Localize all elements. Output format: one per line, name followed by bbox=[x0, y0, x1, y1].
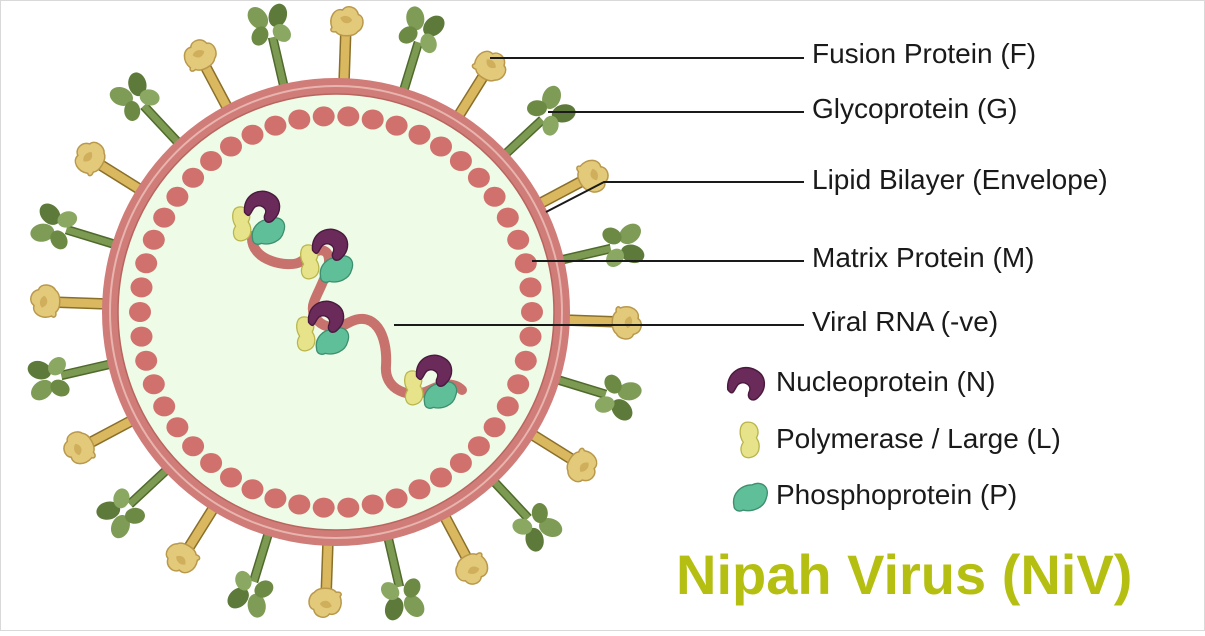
matrix-protein-bead bbox=[449, 151, 472, 171]
matrix-protein-bead bbox=[483, 186, 506, 207]
matrix-protein-bead bbox=[288, 109, 311, 130]
nucleoprotein-swatch bbox=[725, 363, 768, 403]
matrix-protein-bead bbox=[519, 277, 542, 298]
glycoprotein-spike bbox=[550, 355, 649, 429]
matrix-protein-bead bbox=[288, 494, 311, 515]
matrix-protein-bead bbox=[312, 497, 335, 518]
matrix-protein-bead bbox=[130, 326, 153, 347]
matrix-protein-bead bbox=[408, 124, 431, 145]
matrix-protein-bead bbox=[521, 302, 543, 322]
matrix-protein-bead bbox=[166, 417, 189, 438]
matrix-protein-bead bbox=[312, 106, 335, 127]
matrix-protein-bead bbox=[129, 302, 151, 322]
matrix-protein-bead bbox=[182, 436, 205, 457]
matrix-protein-bead bbox=[483, 417, 506, 438]
matrix-protein-bead bbox=[142, 374, 165, 395]
glycoprotein-spike bbox=[239, 0, 308, 93]
fusion-protein-spike bbox=[328, 5, 365, 82]
envelope-inner-line bbox=[109, 85, 563, 539]
matrix-protein-bead bbox=[153, 207, 176, 228]
matrix-protein-bead bbox=[337, 106, 360, 127]
glycoprotein-spike bbox=[19, 340, 117, 409]
matrix-protein-bead bbox=[449, 453, 472, 473]
matrix-protein-bead bbox=[200, 151, 223, 171]
matrix-protein-bead bbox=[496, 207, 519, 228]
matrix-protein-bead bbox=[241, 479, 264, 500]
matrix-protein-bead bbox=[430, 467, 452, 488]
label-glycoprotein: Glycoprotein (G) bbox=[812, 93, 1018, 124]
matrix-protein-bead bbox=[519, 326, 542, 347]
matrix-protein-bead bbox=[361, 109, 384, 130]
matrix-protein-bead bbox=[182, 167, 205, 188]
matrix-protein-bead bbox=[135, 350, 158, 371]
polymerase-swatch bbox=[739, 421, 760, 459]
matrix-protein-bead bbox=[430, 136, 452, 157]
matrix-protein-bead bbox=[220, 136, 242, 157]
fusion-protein-spike bbox=[29, 283, 106, 320]
matrix-protein-bead bbox=[153, 396, 176, 417]
matrix-protein-bead bbox=[200, 453, 223, 473]
matrix-protein-ring bbox=[129, 106, 543, 518]
matrix-protein-bead bbox=[514, 253, 537, 274]
matrix-protein-bead bbox=[385, 115, 408, 136]
matrix-protein-bead bbox=[467, 436, 490, 457]
label-fusion-protein: Fusion Protein (F) bbox=[812, 38, 1037, 69]
matrix-protein-bead bbox=[142, 229, 165, 250]
glycoprotein-spike bbox=[379, 0, 453, 98]
matrix-protein-bead bbox=[220, 467, 242, 488]
matrix-protein-bead bbox=[408, 479, 431, 500]
matrix-protein-bead bbox=[507, 374, 530, 395]
fusion-protein-spike bbox=[566, 304, 643, 341]
glycoprotein-spike bbox=[219, 526, 293, 625]
matrix-protein-bead bbox=[467, 167, 490, 188]
glycoprotein-spike bbox=[364, 531, 433, 629]
matrix-protein-bead bbox=[264, 115, 287, 136]
matrix-protein-bead bbox=[507, 229, 530, 250]
fusion-protein-spike bbox=[307, 542, 344, 619]
matrix-protein-bead bbox=[361, 494, 384, 515]
matrix-protein-bead bbox=[241, 124, 264, 145]
diagram-title: Nipah Virus (NiV) bbox=[676, 543, 1133, 606]
glycoprotein-spike bbox=[555, 215, 653, 284]
leader-line-lipid bbox=[545, 181, 804, 213]
matrix-protein-bead bbox=[385, 488, 408, 509]
label-viral-rna: Viral RNA (-ve) bbox=[812, 306, 999, 337]
matrix-protein-bead bbox=[496, 396, 519, 417]
legend-nucleoprotein: Nucleoprotein (N) bbox=[776, 366, 996, 397]
legend-phosphoprotein: Phosphoprotein (P) bbox=[776, 479, 1018, 510]
matrix-protein-bead bbox=[130, 277, 153, 298]
matrix-protein-bead bbox=[337, 497, 360, 518]
label-lipid-bilayer: Lipid Bilayer (Envelope) bbox=[812, 164, 1108, 195]
matrix-protein-bead bbox=[514, 350, 537, 371]
matrix-protein-bead bbox=[264, 488, 287, 509]
glycoprotein-spike bbox=[23, 195, 122, 269]
legend-polymerase: Polymerase / Large (L) bbox=[776, 423, 1061, 454]
matrix-protein-bead bbox=[135, 253, 158, 274]
label-matrix-protein: Matrix Protein (M) bbox=[812, 242, 1035, 273]
phosphoprotein-swatch bbox=[732, 482, 769, 512]
matrix-protein-bead bbox=[166, 186, 189, 207]
